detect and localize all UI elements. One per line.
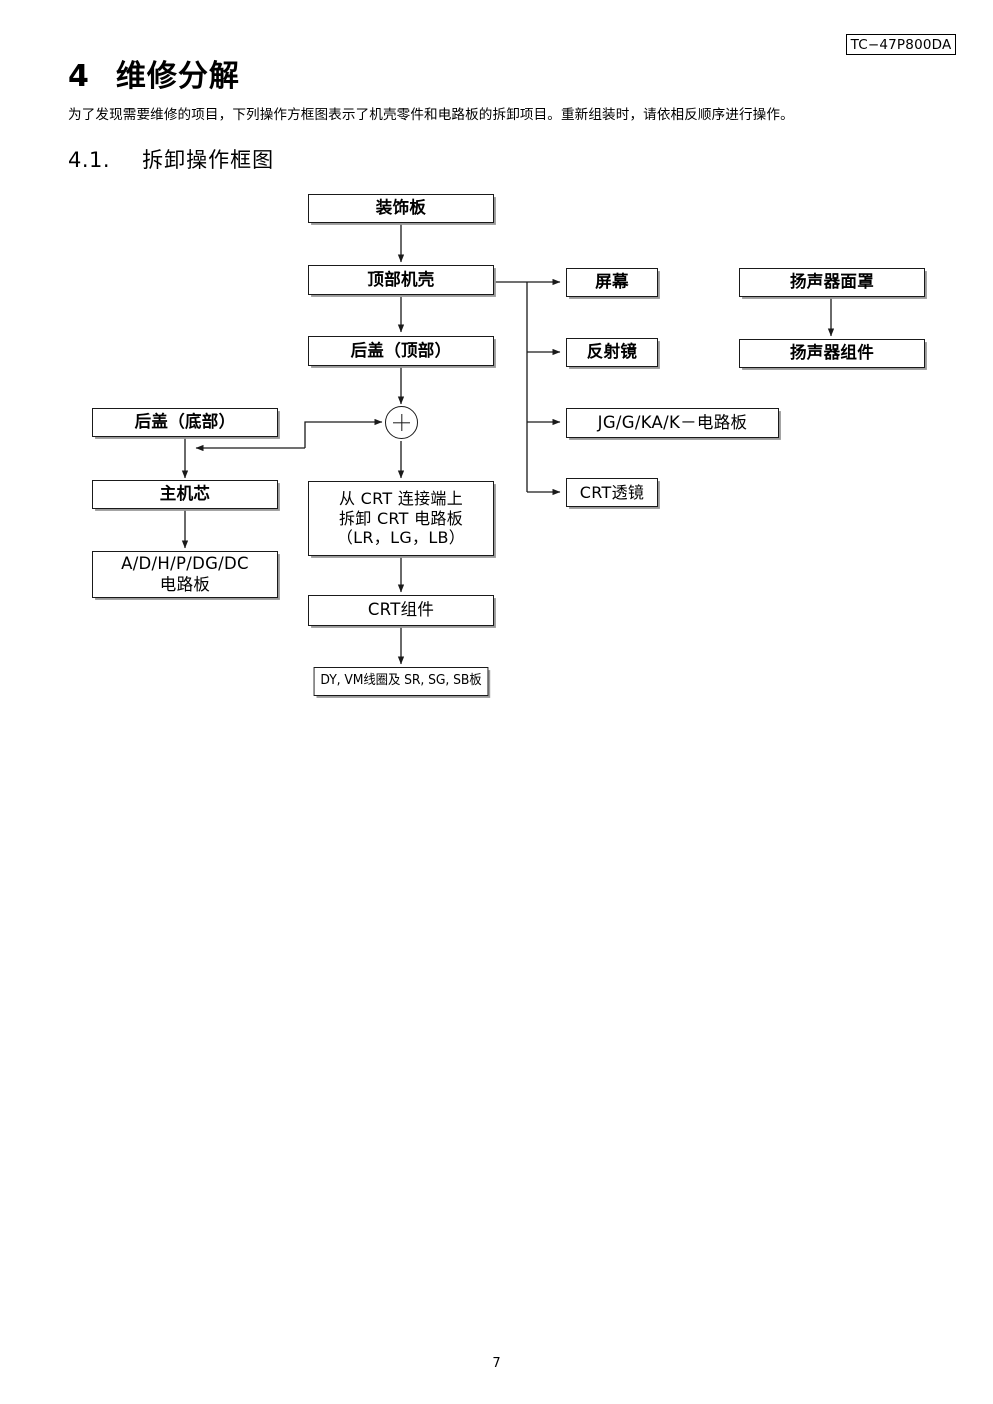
model-number-badge: TC−47P800DA: [846, 34, 956, 55]
flow-node-crt-lens[interactable]: CRT透镜: [566, 478, 658, 507]
flow-node-crt-board-removal[interactable]: 从 CRT 连接端上 拆卸 CRT 电路板 （LR，LG，LB）: [308, 481, 494, 556]
flow-node-back-cover-top[interactable]: 后盖（顶部）: [308, 336, 494, 366]
flow-node-crt-assembly[interactable]: CRT组件: [308, 595, 494, 626]
flow-node-speaker-grille[interactable]: 扬声器面罩: [739, 268, 925, 297]
flow-node-top-cabinet[interactable]: 顶部机壳: [308, 265, 494, 295]
flow-node-back-cover-bottom[interactable]: 后盖（底部）: [92, 408, 278, 437]
junction-plus-icon: [385, 406, 418, 439]
flow-node-mirror[interactable]: 反射镜: [566, 338, 658, 367]
flow-node-adhp-dg-dc-board[interactable]: A/D/H/P/DG/DC 电路板: [92, 551, 278, 598]
flow-node-speaker-assembly[interactable]: 扬声器组件: [739, 339, 925, 368]
flow-node-main-chassis[interactable]: 主机芯: [92, 480, 278, 509]
section-title: 维修分解: [115, 59, 240, 94]
page-number: 7: [492, 1356, 501, 1371]
page-title: 4 维修分解: [68, 62, 240, 92]
flow-node-dy-vm-board[interactable]: DY, VM线圈及 SR, SG, SB板: [313, 667, 489, 696]
subsection-heading: 4.1. 拆卸操作框图: [68, 150, 274, 171]
flow-node-screen[interactable]: 屏幕: [566, 268, 658, 297]
flow-node-decor-panel[interactable]: 装饰板: [308, 194, 494, 223]
subsection-number: 4.1.: [68, 148, 111, 172]
section-number: 4: [68, 59, 89, 94]
flow-node-jg-g-ka-k-board[interactable]: JG/G/KA/K－电路板: [566, 408, 779, 438]
subsection-title: 拆卸操作框图: [142, 148, 275, 172]
section-intro-text: 为了发现需要维修的项目，下列操作方框图表示了机壳零件和电路板的拆卸项目。重新组装…: [68, 107, 794, 123]
